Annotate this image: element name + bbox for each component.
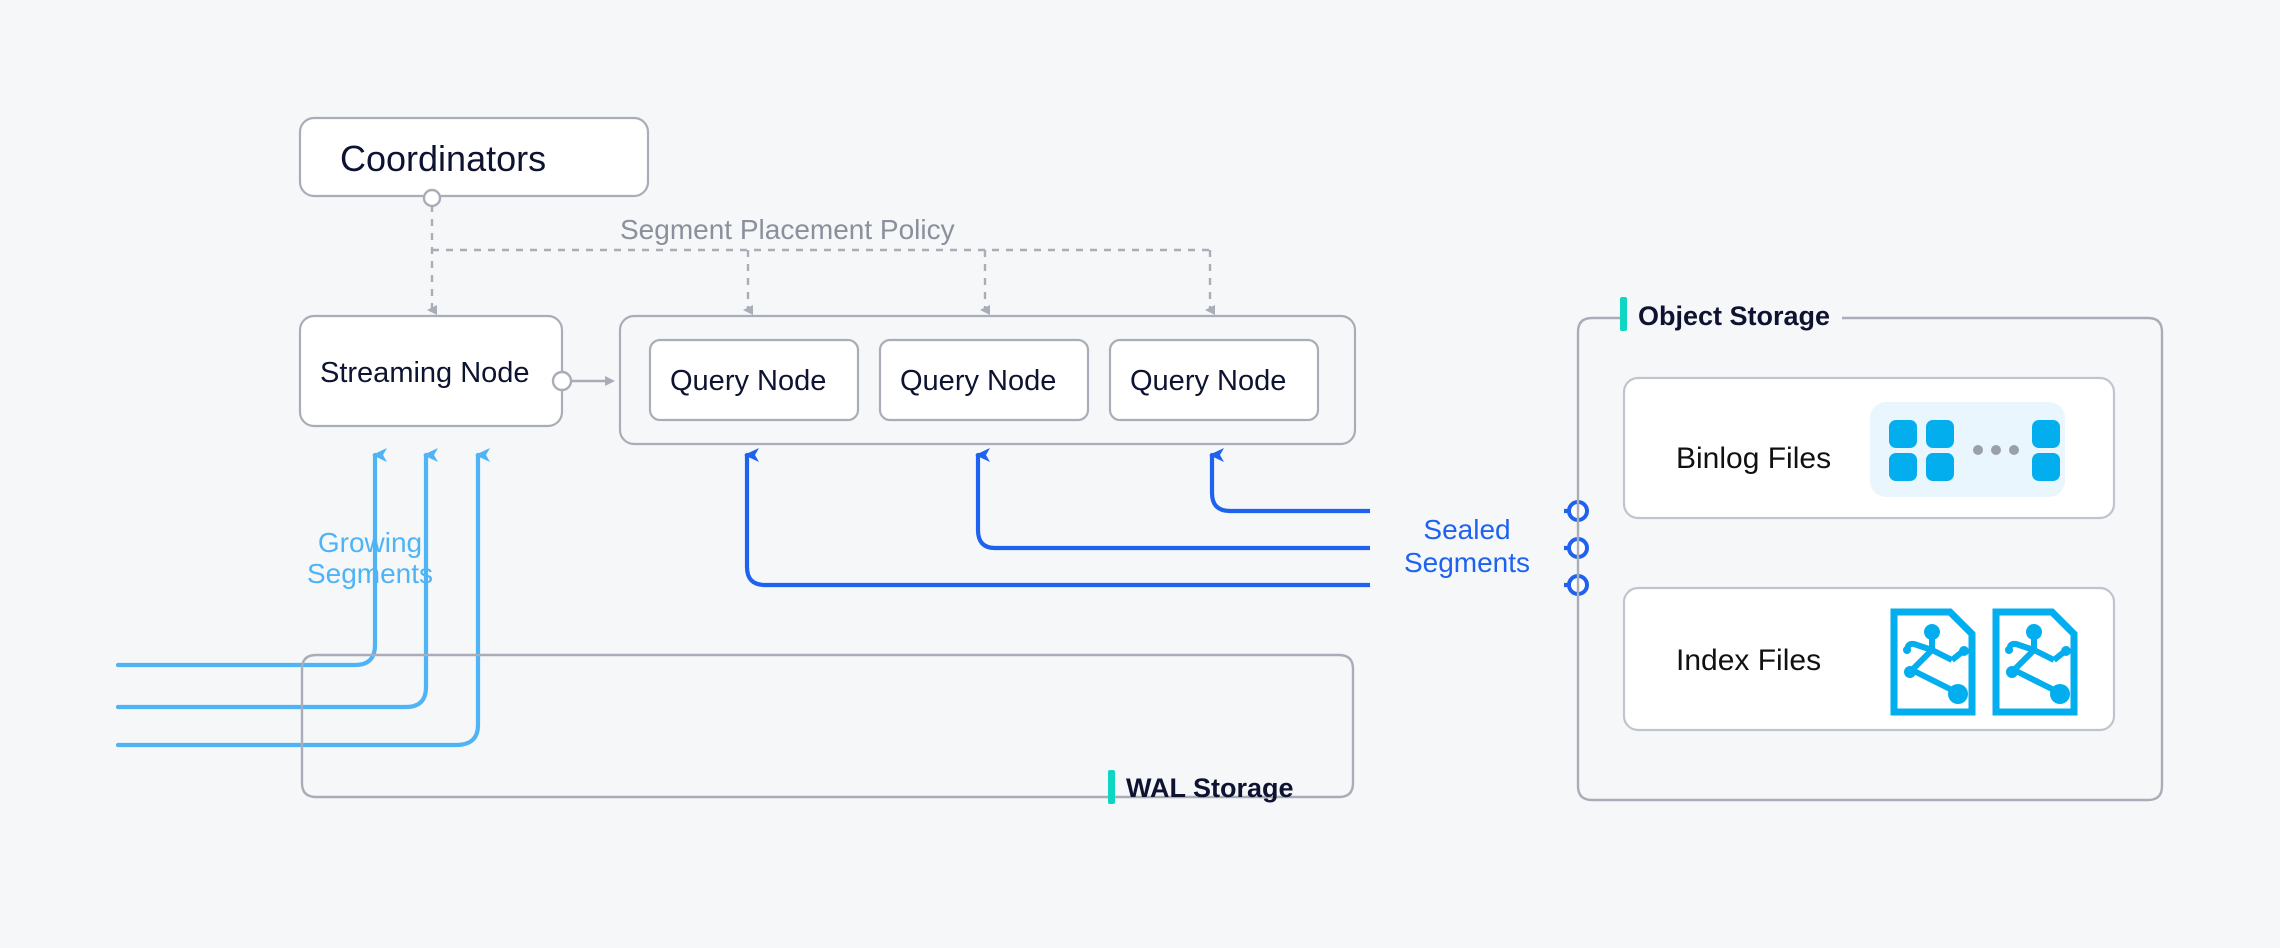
binlog-files-label: Binlog Files bbox=[1676, 442, 1831, 475]
index-file-1-node-right bbox=[1959, 646, 1969, 656]
index-files-box[interactable] bbox=[1622, 586, 2116, 732]
query-node-group: Query Node Query Node Query Node bbox=[618, 314, 1357, 446]
wal-storage-accent-bar bbox=[1108, 770, 1115, 804]
index-file-1-outline bbox=[1890, 608, 1976, 716]
binlog-ellipsis-dot-2 bbox=[1991, 445, 2001, 455]
sealed-segments-edges: Sealed Segments bbox=[744, 448, 1589, 600]
object-storage-label: Object Storage bbox=[1638, 301, 1830, 331]
index-file-1-node-br bbox=[1948, 684, 1968, 704]
sealed-segment-line-1 bbox=[1209, 448, 1581, 514]
coordinators-output-port bbox=[422, 188, 442, 208]
index-file-2-outline bbox=[1992, 608, 2078, 716]
growing-segment-line-3 bbox=[115, 448, 490, 748]
wal-storage-label: WAL Storage bbox=[1126, 773, 1294, 803]
index-file-graph-icon bbox=[1890, 608, 2078, 716]
index-file-1-node-left bbox=[1904, 666, 1916, 678]
index-file-2-graph bbox=[2005, 624, 2071, 704]
index-file-2-node-hook bbox=[2005, 646, 2013, 654]
query-node-group-box bbox=[618, 314, 1357, 446]
object-storage-group: Object Storage bbox=[1576, 290, 2164, 802]
growing-segments-label-line2: Segments bbox=[307, 558, 433, 589]
object-storage-label-backdrop bbox=[1622, 290, 1842, 328]
index-file-1-node-hook bbox=[1903, 646, 1911, 654]
binlog-square-2 bbox=[1926, 420, 1954, 448]
wal-storage-box bbox=[300, 653, 1355, 799]
binlog-square-3 bbox=[1889, 453, 1917, 481]
query-node-2[interactable]: Query Node bbox=[878, 338, 1090, 422]
index-file-2-node-left bbox=[2006, 666, 2018, 678]
segment-placement-policy-label: Segment Placement Policy bbox=[620, 214, 955, 245]
sealed-segment-line-2 bbox=[975, 448, 1581, 551]
growing-segment-line-1 bbox=[115, 448, 387, 668]
growing-segments-edges: Growing Segments bbox=[115, 448, 490, 748]
index-file-1-graph bbox=[1903, 624, 1969, 704]
streaming-node-output-port bbox=[551, 370, 573, 392]
segment-placement-policy-edge: Segment Placement Policy bbox=[427, 205, 1215, 315]
index-file-1-node-top bbox=[1924, 624, 1940, 640]
sealed-segment-line-3 bbox=[744, 448, 1581, 588]
binlog-icon-background bbox=[1870, 402, 2065, 497]
query-node-3[interactable]: Query Node bbox=[1108, 338, 1320, 422]
sealed-segments-label-line1: Sealed bbox=[1423, 514, 1510, 545]
growing-segments-label-line1: Growing bbox=[318, 527, 422, 558]
index-files-panel[interactable]: Index Files bbox=[1622, 586, 2116, 732]
binlog-square-1 bbox=[1889, 420, 1917, 448]
binlog-files-panel[interactable]: Binlog Files bbox=[1622, 376, 2116, 520]
index-file-2-node-top bbox=[2026, 624, 2042, 640]
query-node-1-label: Query Node bbox=[670, 365, 826, 397]
binlog-ellipsis-dot-1 bbox=[1973, 445, 1983, 455]
query-node-1-box[interactable] bbox=[648, 338, 860, 422]
coordinators-box[interactable] bbox=[298, 116, 650, 198]
growing-segment-line-2 bbox=[115, 448, 438, 710]
index-file-2-node-right bbox=[2061, 646, 2071, 656]
index-file-2-node-br bbox=[2050, 684, 2070, 704]
index-file-1-graph-edges bbox=[1904, 636, 1964, 695]
object-storage-box bbox=[1576, 316, 2164, 802]
index-files-label: Index Files bbox=[1676, 644, 1821, 677]
streaming-node[interactable]: Streaming Node bbox=[298, 314, 564, 428]
object-storage-accent-bar bbox=[1620, 297, 1627, 331]
query-node-2-box[interactable] bbox=[878, 338, 1090, 422]
coordinators-label: Coordinators bbox=[340, 138, 546, 179]
query-node-2-label: Query Node bbox=[900, 365, 1056, 397]
index-file-2-graph-edges bbox=[2006, 636, 2066, 695]
coordinators-node[interactable]: Coordinators bbox=[298, 116, 650, 198]
query-node-3-label: Query Node bbox=[1130, 365, 1286, 397]
wal-storage-group: WAL Storage bbox=[300, 653, 1355, 804]
binlog-square-5 bbox=[2032, 420, 2060, 448]
query-node-3-box[interactable] bbox=[1108, 338, 1320, 422]
binlog-ellipsis-dot-3 bbox=[2009, 445, 2019, 455]
sealed-segments-label-line2: Segments bbox=[1404, 547, 1530, 578]
binlog-square-4 bbox=[1926, 453, 1954, 481]
streaming-node-label: Streaming Node bbox=[320, 357, 530, 389]
sealed-segments-label-backdrop bbox=[1370, 488, 1564, 600]
query-node-1[interactable]: Query Node bbox=[648, 338, 860, 422]
binlog-square-6 bbox=[2032, 453, 2060, 481]
binlog-squares-icon bbox=[1870, 402, 2065, 497]
